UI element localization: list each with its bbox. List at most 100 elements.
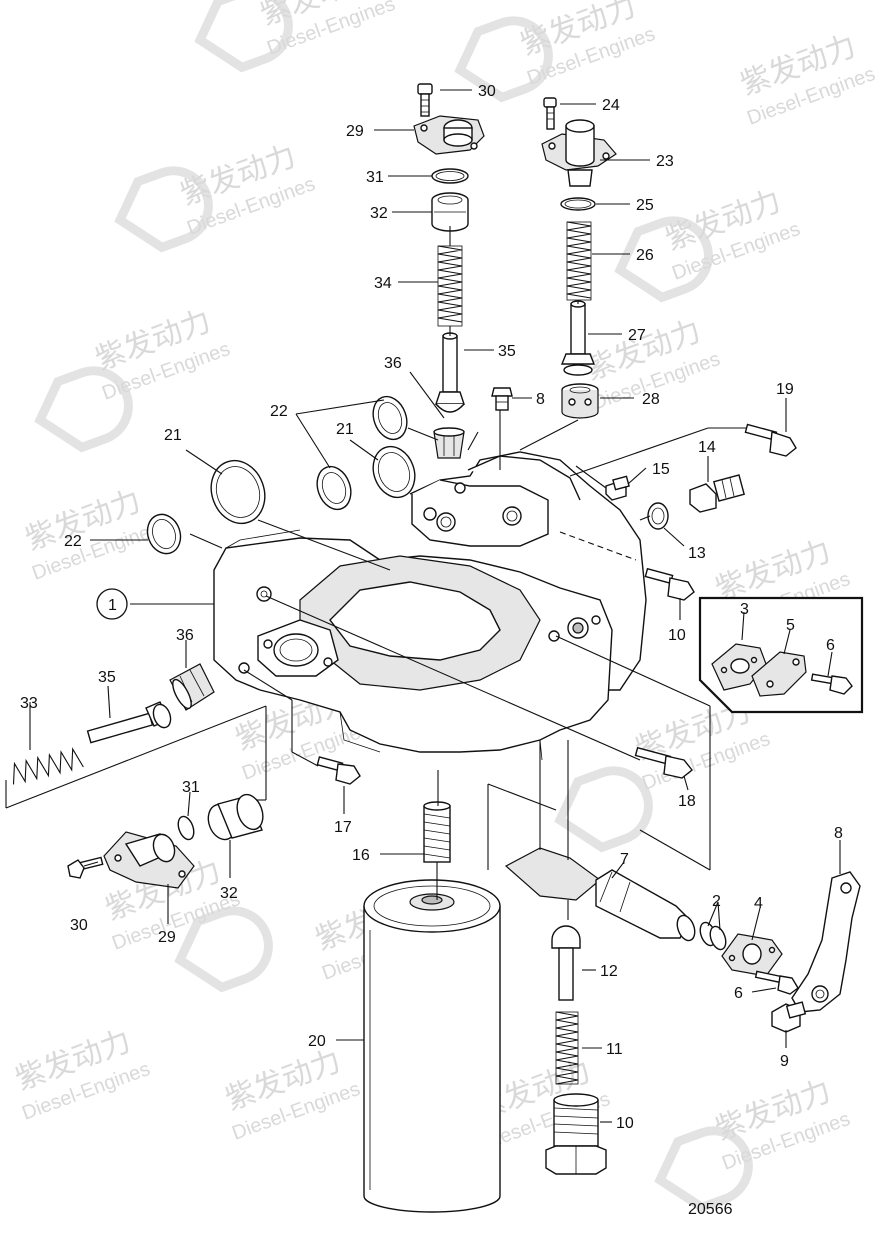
watermark-logo-icon [454, 16, 553, 103]
callout-24: 24 [602, 97, 620, 114]
callout-35: 35 [498, 343, 516, 360]
callout-11: 11 [606, 1041, 623, 1058]
lever-8 [791, 871, 861, 1013]
sleeve-32-left [207, 793, 264, 841]
callout-29-left: 29 [158, 929, 176, 946]
callout-9: 9 [780, 1053, 789, 1070]
o-ring-22-mid [316, 465, 352, 511]
callout-31: 31 [366, 169, 384, 186]
callout-32: 32 [370, 205, 388, 222]
callout-10-right: 10 [668, 627, 686, 644]
watermark-logo-icon [114, 166, 213, 253]
leader-lines [5, 89, 841, 1123]
callout-22-left: 22 [64, 533, 82, 550]
piston-27 [560, 300, 596, 376]
sleeve-32 [431, 192, 469, 232]
callout-3-inset: 3 [740, 601, 749, 618]
plug-9 [771, 1001, 807, 1033]
spring-26 [566, 221, 592, 301]
bolt-17 [316, 756, 361, 785]
callout-31-left: 31 [182, 779, 200, 796]
callout-8-top: 8 [536, 391, 545, 408]
plug-10-lower [545, 1093, 607, 1175]
callout-6-inset: 6 [826, 637, 835, 654]
watermark-logo-icon [614, 216, 713, 303]
callout-16: 16 [352, 847, 370, 864]
watermark-logo-icon [174, 906, 273, 993]
valve-cage-36 [433, 427, 465, 459]
o-ring-2 [699, 921, 727, 951]
piston-12 [551, 925, 581, 1001]
watermark-logo-icon [194, 0, 293, 73]
callout-7: 7 [620, 851, 629, 868]
callout-12: 12 [600, 963, 618, 980]
nipple-16 [423, 801, 451, 863]
callout-21-right: 21 [336, 421, 354, 438]
callout-35-left: 35 [98, 669, 116, 686]
callout-26: 26 [636, 247, 654, 264]
o-ring-22-top [372, 395, 408, 441]
callout-2: 2 [712, 893, 721, 910]
drawing-number: 20566 [688, 1201, 733, 1218]
callout-28: 28 [642, 391, 660, 408]
callout-34: 34 [374, 275, 392, 292]
plug-15 [605, 475, 630, 501]
bolt-30 [417, 83, 433, 117]
callout-19: 19 [776, 381, 794, 398]
callout-15: 15 [652, 461, 670, 478]
o-ring-21-right [372, 445, 416, 499]
callout-30: 30 [478, 83, 496, 100]
callout-27: 27 [628, 327, 646, 344]
cover-4 [721, 933, 783, 977]
callout-30-left: 30 [70, 917, 88, 934]
spring-11 [555, 1011, 579, 1085]
callout-33: 33 [20, 695, 38, 712]
bolt-6-lower [754, 970, 799, 995]
plug-8-top [491, 387, 513, 411]
bolt-24 [543, 97, 557, 130]
cover-23 [541, 119, 617, 187]
spring-34 [437, 245, 463, 327]
o-ring-25 [560, 197, 596, 211]
watermark-logo-icon [654, 1126, 753, 1213]
callout-10-lower: 10 [616, 1115, 634, 1132]
callout-29: 29 [346, 123, 364, 140]
bolt-19 [744, 423, 797, 457]
washer-13 [647, 502, 669, 530]
callout-6-lower: 6 [734, 985, 743, 1002]
cover-29-left [103, 831, 195, 889]
callout-36-left: 36 [176, 627, 194, 644]
oil-filter-20 [363, 879, 501, 1213]
callout-5-inset: 5 [786, 617, 795, 634]
o-ring-31 [431, 168, 469, 184]
callout-labels: 30 29 31 32 34 35 36 24 23 25 26 27 28 8… [20, 83, 843, 1218]
valve-cage-36-left [169, 663, 215, 711]
callout-36: 36 [384, 355, 402, 372]
fitting-14 [689, 474, 746, 513]
seat-28 [561, 383, 599, 419]
o-ring-21-left [210, 459, 266, 525]
watermark-logo-icon [34, 366, 133, 453]
callout-18: 18 [678, 793, 696, 810]
piston-35-left [86, 701, 172, 744]
callout-21-left: 21 [164, 427, 182, 444]
o-ring-31-left [177, 815, 195, 841]
callout-20: 20 [308, 1033, 326, 1050]
watermark-logo-icon [554, 766, 653, 853]
valve-body-7 [504, 847, 696, 942]
callout-8-lower: 8 [834, 825, 843, 842]
callout-4: 4 [754, 895, 763, 912]
o-ring-22-left [146, 513, 182, 555]
bolt-30-left [67, 856, 104, 879]
bolt-18 [634, 746, 693, 779]
callout-14: 14 [698, 439, 716, 456]
cover-29 [413, 115, 485, 155]
callout-1: 1 [108, 597, 117, 614]
spring-33 [12, 747, 84, 785]
callout-32-left: 32 [220, 885, 238, 902]
callout-17: 17 [334, 819, 352, 836]
callout-23: 23 [656, 153, 674, 170]
piston-35 [435, 332, 465, 413]
bolt-10-right [644, 567, 695, 601]
